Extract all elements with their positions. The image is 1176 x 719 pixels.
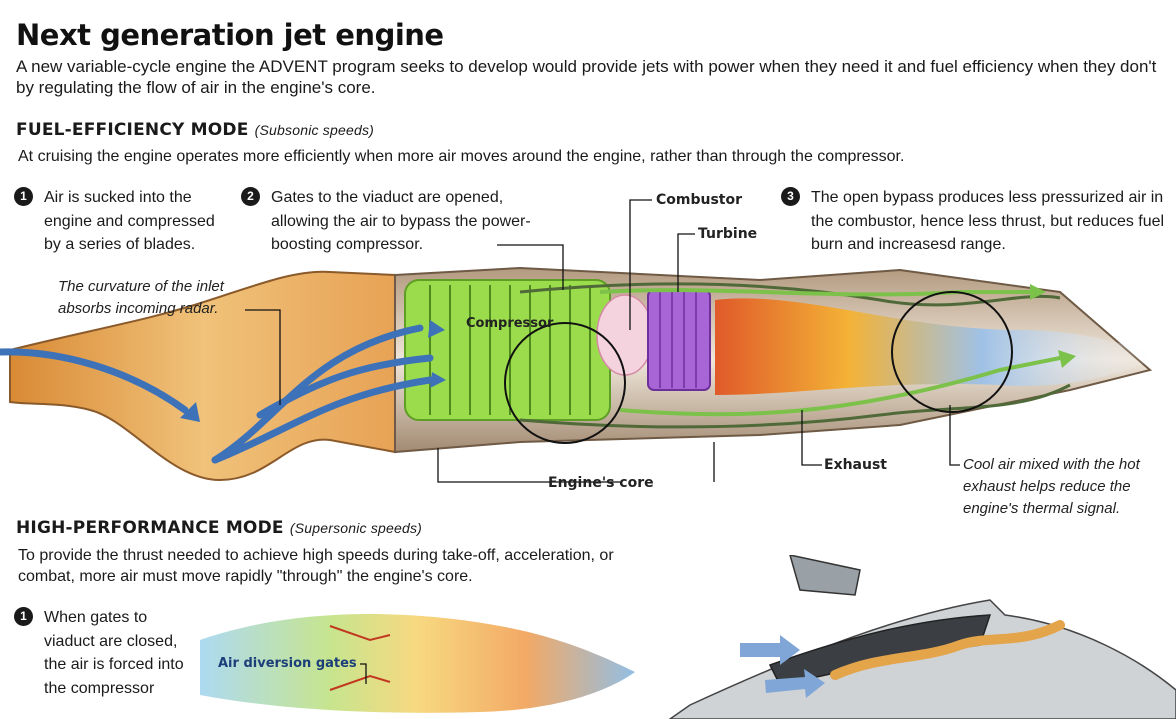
engines-core-label: Engine's core	[548, 475, 654, 491]
fuel-step-2-text: Gates to the viaduct are opened, allowin…	[271, 189, 531, 253]
aircraft-illustration	[668, 555, 1176, 719]
fuel-step-3: 3 The open bypass produces less pressuri…	[781, 186, 1166, 257]
diversion-gates	[329, 625, 391, 691]
perf-engine-diagram	[200, 614, 635, 713]
bypass-duct-lower	[519, 383, 1071, 429]
aircraft-tail	[789, 555, 861, 596]
fuel-mode-subtitle: (Subsonic speeds)	[254, 122, 375, 138]
step-number-badge: 1	[14, 187, 33, 206]
combustor-label: Combustor	[656, 192, 743, 208]
exhaust-plume	[715, 298, 1160, 395]
inlet-duct	[9, 270, 396, 482]
perf-mode-heading: HIGH-PERFORMANCE MODE (Supersonic speeds…	[16, 518, 422, 538]
perf-mode-description: To provide the thrust needed to achieve …	[18, 547, 614, 585]
fuel-mode-title: FUEL-EFFICIENCY MODE	[16, 120, 249, 140]
perf-step-1-text: When gates to viaduct are closed, the ai…	[44, 609, 184, 697]
perf-mode-title: HIGH-PERFORMANCE MODE	[16, 518, 284, 538]
inlet-note: The curvature of the inlet absorbs incom…	[58, 278, 224, 317]
step-number-badge: 2	[241, 187, 260, 206]
perf-airflow	[200, 614, 635, 713]
combustor-glow	[596, 294, 654, 376]
compressor-label: Compressor	[466, 316, 554, 331]
page-title: Next generation jet engine	[16, 18, 444, 52]
fuel-step-3-text: The open bypass produces less pressurize…	[811, 189, 1165, 253]
compressor-blade-lines	[429, 285, 591, 415]
bypass-highlight-circle	[891, 291, 1013, 413]
perf-mode-subtitle: (Supersonic speeds)	[289, 520, 423, 536]
airflow-arrowheads	[180, 320, 446, 422]
exhaust-label: Exhaust	[824, 457, 887, 473]
fuel-mode-description: At cruising the engine operates more eff…	[18, 148, 905, 165]
fuel-step-1-text: Air is sucked into the engine and compre…	[44, 189, 215, 253]
engine-diagram	[0, 199, 1160, 483]
turbine-blades	[647, 289, 711, 391]
perf-step-1: 1 When gates to viaduct are closed, the …	[14, 606, 189, 700]
fuel-step-2: 2 Gates to the viaduct are opened, allow…	[241, 186, 541, 257]
turbine-label: Turbine	[698, 226, 758, 242]
step-number-badge: 1	[14, 607, 33, 626]
fuel-mode-heading: FUEL-EFFICIENCY MODE (Subsonic speeds)	[16, 120, 374, 140]
compressor-highlight-circle	[504, 322, 626, 444]
leader-lines	[245, 199, 960, 483]
air-diversion-gates-label: Air diversion gates	[218, 656, 357, 671]
intro-text: A new variable-cycle engine the ADVENT p…	[16, 57, 1157, 97]
aircraft-engine-path	[830, 620, 1065, 680]
cool-air-note: Cool air mixed with the hot exhaust help…	[963, 456, 1140, 517]
step-number-badge: 3	[781, 187, 800, 206]
bypass-airflow	[599, 288, 1061, 417]
aircraft-airflow-arrows	[740, 635, 825, 698]
fuel-step-1: 1 Air is sucked into the engine and comp…	[14, 186, 234, 257]
